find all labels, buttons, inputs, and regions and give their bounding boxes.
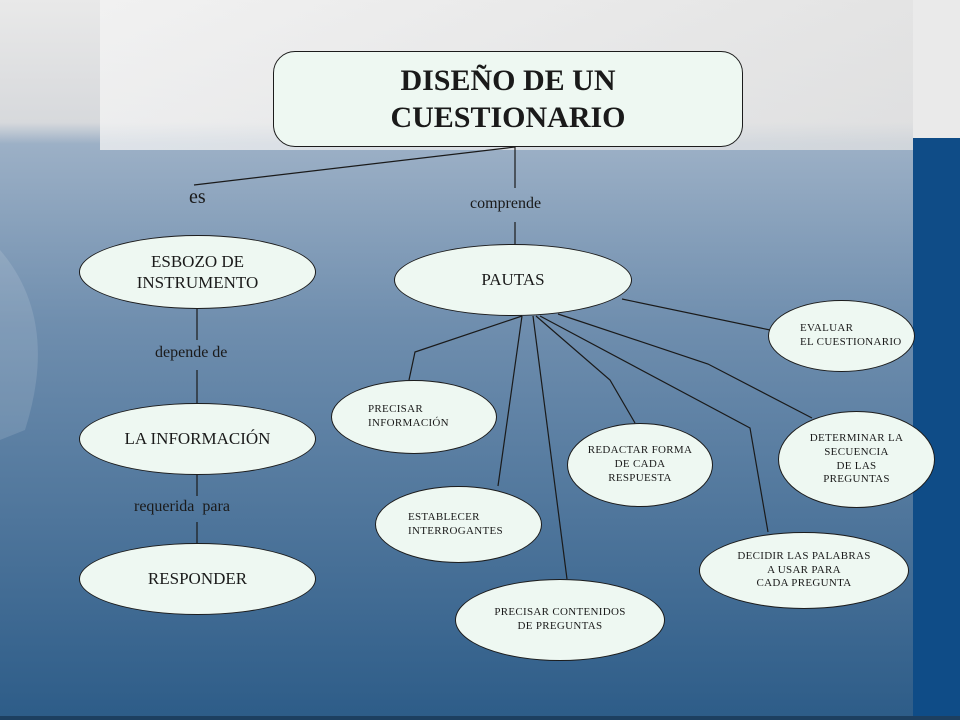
node-evaluar-cuestionario: EVALUAR EL CUESTIONARIO <box>768 300 915 372</box>
label-depende-de: depende de <box>155 344 228 361</box>
node-redactar-forma: REDACTAR FORMA DE CADA RESPUESTA <box>567 423 713 507</box>
node-establecer-interrogantes: ESTABLECER INTERROGANTES <box>375 486 542 563</box>
label-es: es <box>189 186 206 208</box>
label-comprende: comprende <box>470 195 542 212</box>
diagram-title: DISEÑO DE UN CUESTIONARIO <box>273 51 743 147</box>
node-pautas: PAUTAS <box>394 244 632 316</box>
label-requerida-para: requerida para <box>134 498 230 515</box>
line-pautas-to-decidir <box>539 315 769 533</box>
line-pautas-to-redactar <box>535 315 636 424</box>
line-pautas-to-establecer <box>497 315 523 487</box>
line-title-to-esbozo <box>193 146 516 186</box>
node-esbozo-instrumento: ESBOZO DE INSTRUMENTO <box>79 235 316 309</box>
line-pautas-to-precisar-contenidos <box>532 315 568 580</box>
line-pautas-to-evaluar <box>621 298 771 331</box>
line-pautas-to-determinar <box>557 313 813 419</box>
node-determinar-secuencia: DETERMINAR LA SECUENCIA DE LAS PREGUNTAS <box>778 411 935 508</box>
node-la-informacion: LA INFORMACIÓN <box>79 403 316 475</box>
node-precisar-informacion: PRECISAR INFORMACIÓN <box>331 380 497 454</box>
node-precisar-contenidos: PRECISAR CONTENIDOS DE PREGUNTAS <box>455 579 665 661</box>
node-decidir-palabras: DECIDIR LAS PALABRAS A USAR PARA CADA PR… <box>699 532 909 609</box>
node-responder: RESPONDER <box>79 543 316 615</box>
line-pautas-to-precisar-informacion <box>408 315 523 381</box>
